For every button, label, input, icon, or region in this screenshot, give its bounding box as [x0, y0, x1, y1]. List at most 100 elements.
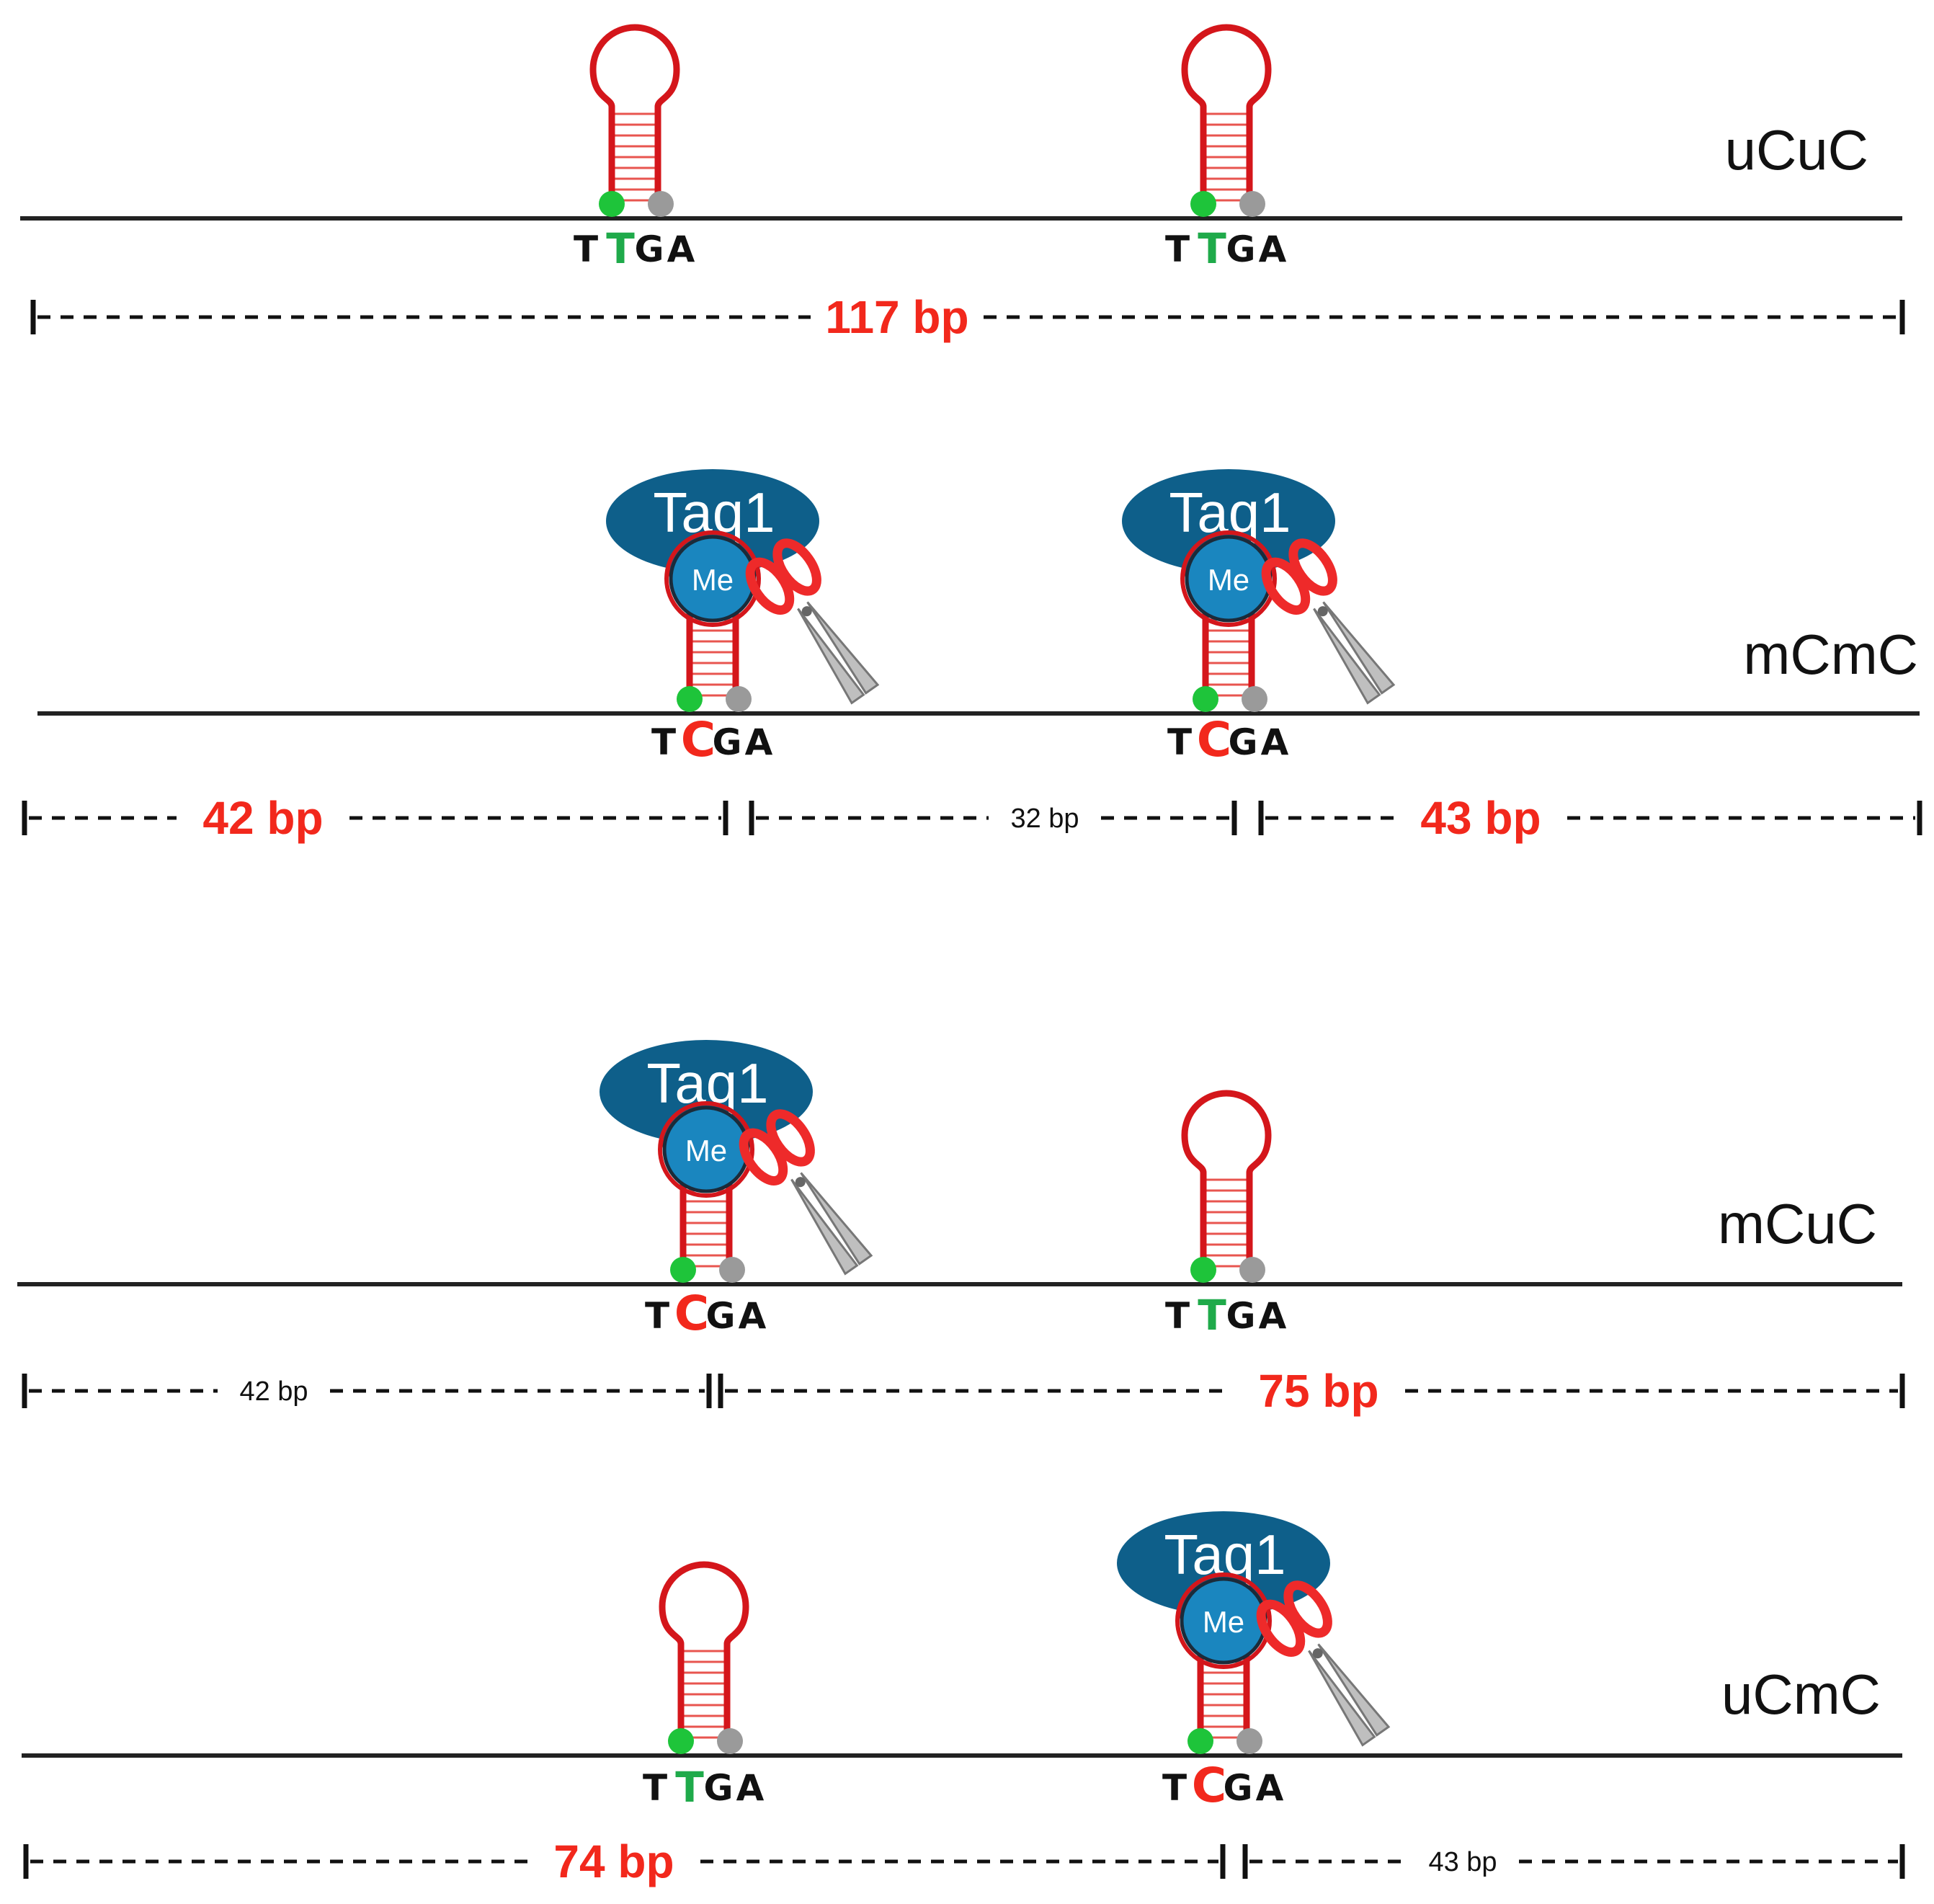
base-letter: A — [667, 228, 695, 270]
base-letter: T — [574, 228, 598, 270]
quencher-dot — [1242, 686, 1267, 712]
quencher-dot — [1236, 1728, 1262, 1754]
fragment-ruler: 74 bp — [23, 1836, 1226, 1887]
quencher-dot — [717, 1728, 743, 1754]
base-letter: A — [1259, 228, 1287, 270]
fluorophore-dot — [599, 191, 625, 217]
base-letter: T — [606, 224, 635, 273]
base-letter: G — [703, 1767, 733, 1809]
taq1-enzyme-icon — [1117, 1511, 1330, 1615]
scissor-handle — [1283, 1580, 1332, 1638]
base-letter: T — [651, 721, 676, 763]
quencher-dot — [1239, 191, 1265, 217]
panel-name: mCmC — [1743, 623, 1918, 686]
base-letter: G — [1228, 721, 1257, 763]
base-letter: G — [1223, 1767, 1252, 1809]
fragment-size-label: 75 bp — [1258, 1365, 1378, 1417]
fragment-ruler: 75 bp — [718, 1365, 1905, 1417]
fragment-size-label: 32 bp — [1010, 804, 1079, 834]
scissor-pivot — [795, 1177, 806, 1188]
base-letter: C — [674, 1286, 709, 1341]
fragment-ruler: 117 bp — [30, 291, 1905, 343]
fluorophore-dot — [670, 1257, 696, 1283]
fragment-ruler: 32 bp — [749, 801, 1237, 835]
fluorophore-dot — [1190, 1257, 1216, 1283]
taq1-enzyme-icon — [1122, 469, 1335, 573]
base-letter: T — [675, 1763, 704, 1812]
scissor-pivot — [801, 606, 812, 617]
base-letter: T — [643, 1767, 667, 1809]
base-letter: C — [1197, 712, 1231, 768]
hairpin-loop-outline — [1180, 530, 1277, 627]
fluorophore-dot — [1190, 191, 1216, 217]
hairpin-loop-outline — [1175, 1572, 1272, 1669]
taq1-enzyme-icon — [606, 469, 819, 573]
fluorophore-dot — [1193, 686, 1218, 712]
panel-name: uCuC — [1725, 118, 1868, 182]
scissors-icon — [1256, 1580, 1391, 1747]
quencher-dot — [1239, 1257, 1265, 1283]
fragment-size-label: 43 bp — [1420, 792, 1541, 844]
base-letter: T — [1165, 1295, 1190, 1337]
fragment-size-label: 74 bp — [553, 1836, 674, 1887]
scissor-blade — [790, 1178, 859, 1276]
quencher-dot — [726, 686, 752, 712]
fragment-ruler: 43 bp — [1242, 1844, 1905, 1879]
scissors-icon — [745, 538, 880, 705]
hairpin-probe-icon — [659, 1561, 749, 1740]
scissor-handle — [766, 1109, 815, 1167]
hairpin-probe-icon — [1181, 1090, 1272, 1268]
methyl-label: Me — [692, 563, 734, 597]
base-letter: A — [1259, 1295, 1287, 1337]
methyl-label: Me — [1208, 563, 1249, 597]
scissor-pivot — [1312, 1648, 1323, 1659]
panel-name: mCuC — [1718, 1192, 1877, 1255]
base-letter: G — [1226, 228, 1255, 270]
base-letter: G — [705, 1295, 735, 1337]
scissor-blade — [1317, 1643, 1391, 1737]
scissor-handle — [1288, 538, 1337, 596]
fragment-size-label: 117 bp — [825, 291, 968, 343]
base-letter: T — [1162, 1767, 1187, 1809]
scissor-blade — [1322, 601, 1396, 695]
quencher-dot — [648, 191, 674, 217]
base-letter: T — [1198, 1291, 1226, 1340]
scissor-handle — [772, 538, 821, 596]
methyl-label: Me — [1203, 1605, 1244, 1639]
scissor-blade — [1313, 608, 1381, 705]
hairpin-loop-outline — [658, 1101, 754, 1198]
scissor-pivot — [1317, 606, 1328, 617]
scissor-blade — [1308, 1650, 1376, 1747]
fragment-size-label: 42 bp — [239, 1376, 308, 1407]
methyl-label: Me — [685, 1134, 727, 1167]
scissors-icon — [739, 1109, 873, 1276]
quencher-dot — [719, 1257, 745, 1283]
fragment-ruler: 42 bp — [22, 792, 728, 844]
scissors-icon — [1261, 538, 1396, 705]
panel-name: uCmC — [1721, 1663, 1881, 1726]
hairpin-probe-icon — [589, 24, 680, 203]
fluorophore-dot — [1187, 1728, 1213, 1754]
base-letter: G — [1226, 1295, 1255, 1337]
base-letter: A — [745, 721, 773, 763]
fragment-size-label: 42 bp — [202, 792, 323, 844]
scissor-blade — [797, 608, 865, 705]
fragment-size-label: 43 bp — [1428, 1847, 1497, 1877]
fluorophore-dot — [677, 686, 703, 712]
base-letter: A — [1256, 1767, 1284, 1809]
fragment-ruler: 43 bp — [1258, 792, 1922, 844]
base-letter: A — [1261, 721, 1289, 763]
